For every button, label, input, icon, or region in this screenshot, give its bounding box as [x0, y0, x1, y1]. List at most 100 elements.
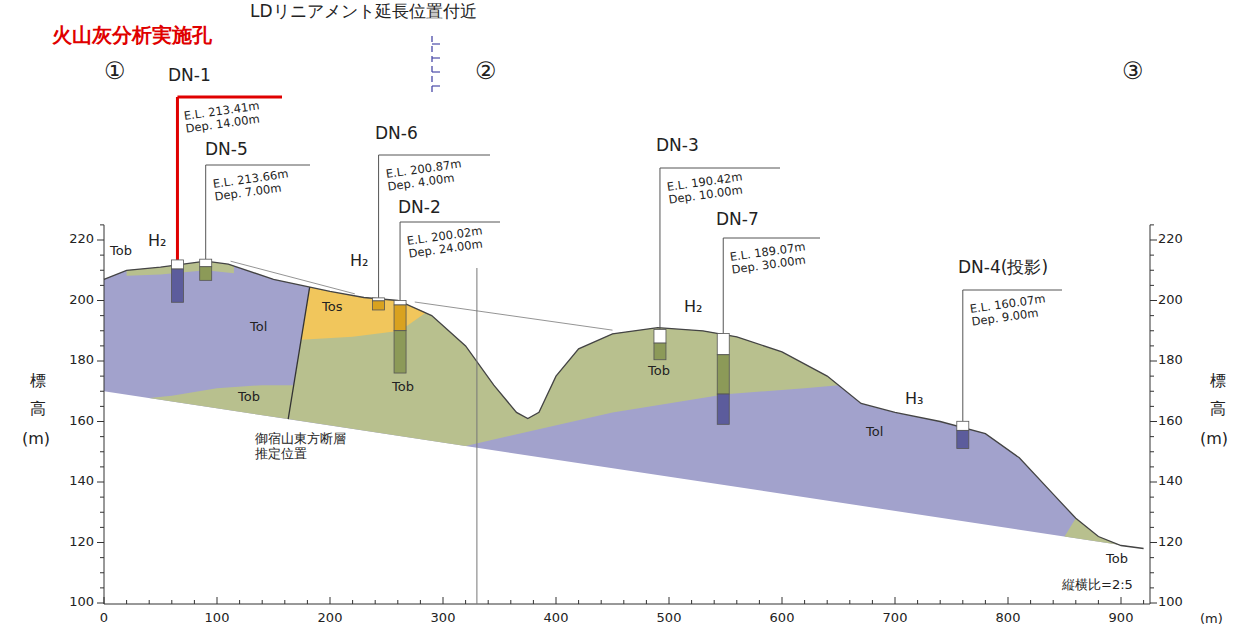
borehole-column: [171, 260, 183, 269]
axis-tick: [100, 345, 104, 346]
axis-tick: [646, 600, 647, 604]
axis-tick: [100, 255, 104, 256]
borehole-name: DN-2: [398, 198, 441, 218]
terrace-label: H₂: [350, 252, 368, 270]
borehole-column: [394, 305, 406, 331]
axis-tick: [1150, 240, 1157, 241]
axis-value: 100: [1158, 595, 1183, 610]
axis-title: (m): [1200, 430, 1228, 448]
layer-label: Tob: [1106, 552, 1128, 567]
axis-value: 200: [69, 293, 94, 308]
axis-tick: [985, 600, 986, 604]
lineament-marker: [431, 36, 432, 96]
axis-tick: [100, 451, 104, 452]
axis-value: 100: [69, 595, 94, 610]
axis-tick: [100, 527, 104, 528]
axis-tick: [1150, 512, 1154, 513]
axis-tick: [488, 600, 489, 604]
terrace-line: [231, 261, 355, 294]
axis-tick: [465, 600, 466, 604]
axis-tick: [1150, 572, 1154, 573]
layer-label: Tob: [648, 364, 670, 379]
axis-value: 120: [69, 535, 94, 550]
leader-line: [176, 97, 179, 260]
axis-value: 600: [770, 611, 795, 626]
axis-tick: [97, 542, 104, 543]
axis-tick: [1150, 421, 1157, 422]
axis-tick: [217, 597, 218, 604]
leader-line: [723, 238, 820, 239]
axis-tick: [97, 482, 104, 483]
axis-title: 高: [30, 400, 46, 418]
axis-title: 標: [1210, 372, 1226, 390]
lineament-tick: [432, 43, 440, 44]
layer-label: Tol: [866, 425, 883, 440]
axis-value: 160: [69, 414, 94, 429]
axis-tick: [849, 600, 850, 604]
axis-tick: [171, 600, 172, 604]
leader-line: [963, 290, 1062, 291]
axis-tick: [104, 597, 105, 604]
section-point: ②: [475, 58, 497, 86]
borehole-info: E.L. 190.42mDep. 10.00m: [666, 170, 745, 206]
leader-line: [723, 238, 724, 334]
axis-tick: [97, 240, 104, 241]
axis-tick: [917, 600, 918, 604]
axis-tick: [1150, 255, 1154, 256]
axis-tick: [100, 376, 104, 377]
borehole-info: E.L. 200.87mDep. 4.00m: [385, 157, 464, 193]
axis-tick: [100, 224, 104, 225]
axis-tick: [97, 300, 104, 301]
scale-note: 縦横比=2:5: [1062, 578, 1133, 593]
borehole-column: [654, 343, 666, 360]
axis-value: 200: [1158, 293, 1183, 308]
axis-value: 0: [100, 611, 108, 626]
borehole-info: E.L. 200.02mDep. 24.00m: [406, 224, 485, 260]
axis-tick: [1150, 542, 1157, 543]
axis-tick: [194, 600, 195, 604]
axis-tick: [100, 330, 104, 331]
leader-line: [962, 290, 963, 421]
axis-title: (m): [22, 430, 50, 448]
axis-tick: [804, 600, 805, 604]
axis-tick: [100, 406, 104, 407]
leader-line: [177, 96, 282, 99]
section-point: ③: [1122, 58, 1144, 86]
borehole-column: [171, 269, 183, 302]
borehole-column: [394, 331, 406, 373]
axis-tick: [1150, 482, 1157, 483]
axis-tick: [691, 600, 692, 604]
borehole-column: [654, 329, 666, 343]
lineament-tick: [432, 85, 440, 86]
axis-tick: [714, 600, 715, 604]
axis-tick: [1150, 466, 1154, 467]
axis-tick: [669, 597, 670, 604]
axis-tick: [330, 597, 331, 604]
axis-tick: [1150, 300, 1157, 301]
terrace-label: H₂: [148, 232, 166, 250]
axis-tick: [1075, 600, 1076, 604]
axis-tick: [940, 600, 941, 604]
axis-tick: [1150, 345, 1154, 346]
axis-tick: [100, 557, 104, 558]
axis-tick: [97, 421, 104, 422]
axis-tick: [100, 270, 104, 271]
fault-label: 御宿山東方断層 推定位置: [255, 432, 355, 462]
borehole-info: E.L. 189.07mDep. 30.00m: [729, 240, 808, 276]
axis-tick: [1150, 603, 1157, 604]
axis-tick: [1053, 600, 1054, 604]
borehole-info: E.L. 213.41mDep. 14.00m: [183, 99, 262, 135]
leader-line: [379, 155, 490, 156]
axis-title: 高: [1210, 400, 1226, 418]
lineament-label: LDリニアメント延長位置付近: [250, 2, 477, 22]
axis-tick: [239, 600, 240, 604]
borehole-column: [394, 300, 406, 305]
leader-line: [205, 165, 206, 259]
axis-tick: [533, 600, 534, 604]
axis-tick: [100, 497, 104, 498]
borehole-name: DN-5: [205, 140, 248, 160]
axis-tick: [1150, 224, 1154, 225]
borehole-name: DN-7: [716, 210, 759, 230]
borehole-info: E.L. 213.66mDep. 7.00m: [212, 167, 291, 203]
